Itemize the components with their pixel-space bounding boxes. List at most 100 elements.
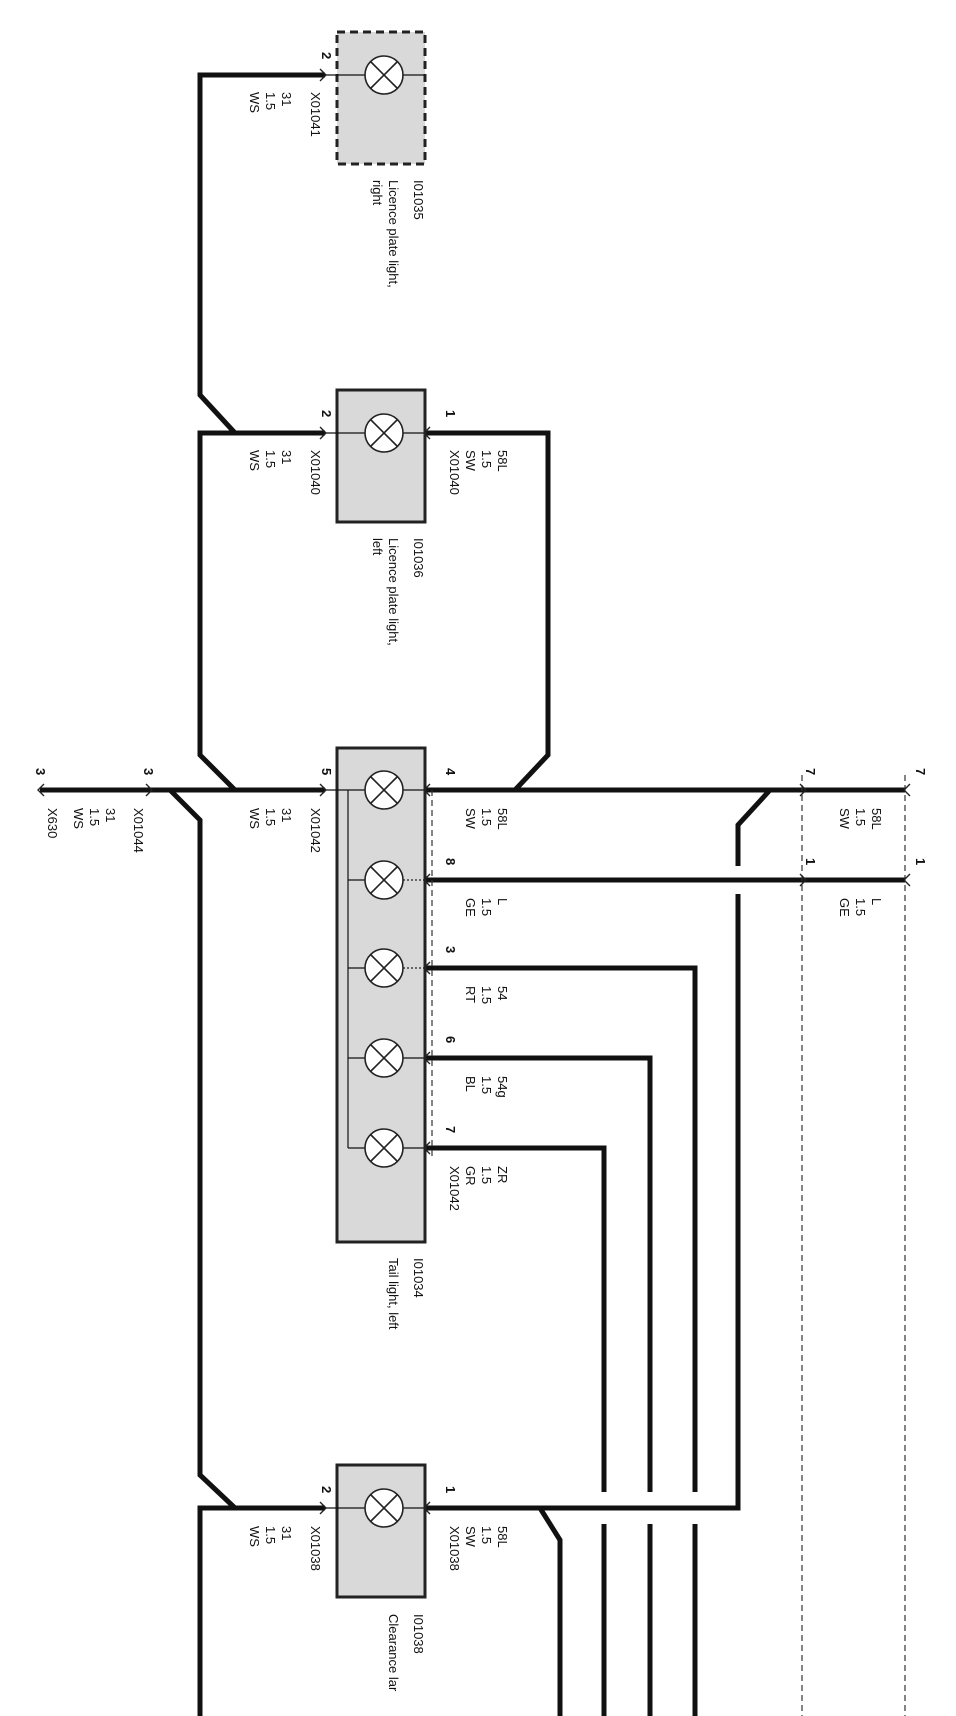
wire-size: 1.5 [479, 1166, 494, 1184]
crossing-mask-54g-bottom [644, 1516, 656, 1524]
pin-mark [423, 1501, 431, 1515]
pin-number: 4 [443, 768, 458, 776]
component-id: I01034 [411, 1258, 426, 1298]
wire-color: WS [247, 808, 262, 829]
component-licence-plate-light-left [325, 388, 427, 524]
wire-term: 31 [279, 808, 294, 822]
lamp-icon [364, 55, 404, 95]
crossing-mask-zr-top [598, 1492, 610, 1500]
connector-id: X01041 [308, 92, 323, 137]
wire-ground-clearance-down [197, 1505, 235, 1716]
component-clearance-lamp [325, 1463, 427, 1599]
pin-mark [423, 426, 431, 440]
pin-number: 2 [319, 1486, 334, 1493]
crossing-mask-zr-bottom [598, 1516, 610, 1524]
wire-color: GE [837, 898, 852, 917]
wire-term: 58L [869, 808, 884, 830]
wire-58l-clearance [537, 1506, 563, 1716]
pin-mark [423, 1051, 431, 1065]
wire-term: L [495, 898, 510, 905]
wire-size: 1.5 [853, 898, 868, 916]
wire-color: RT [463, 986, 478, 1003]
crossing-mask-l-top [731, 866, 745, 872]
pin-mark [319, 1501, 327, 1515]
wire-term: 31 [103, 808, 118, 822]
wires-ground [40, 72, 325, 1716]
clearance-box [335, 1463, 427, 1599]
wire-color: WS [71, 808, 86, 829]
wire-size: 1.5 [479, 450, 494, 468]
pin-mark [799, 783, 807, 797]
wire-size: 1.5 [479, 986, 494, 1004]
lamp-icon [364, 770, 404, 810]
component-name: Licence plate light, [386, 538, 401, 646]
wire-size: 1.5 [853, 808, 868, 826]
wire-color: SW [463, 808, 478, 830]
wire-color: GE [463, 898, 478, 917]
lamp-icon [364, 413, 404, 453]
component-name: Licence plate light, [386, 180, 401, 288]
component-tail-light-left [325, 746, 427, 1244]
connector-id: X01038 [308, 1526, 323, 1571]
component-name: Clearance lar [386, 1614, 401, 1692]
connector-id: X01038 [447, 1526, 462, 1571]
wire-color: BL [463, 1076, 478, 1092]
pin-number: 7 [443, 1126, 458, 1133]
wire-size: 1.5 [87, 808, 102, 826]
pin-number: 7 [913, 768, 928, 775]
wire-54g-tail [425, 1055, 653, 1716]
pin-number: 3 [443, 946, 458, 953]
wire-size: 1.5 [263, 808, 278, 826]
pin-marks [37, 68, 911, 1515]
wire-size: 1.5 [479, 808, 494, 826]
wire-ground-licence-right [197, 72, 325, 436]
component-id: I01035 [411, 180, 426, 220]
pin-mark [903, 873, 911, 887]
wire-color: GR [463, 1166, 478, 1186]
component-name-line2: right [370, 180, 385, 206]
wire-term: 31 [279, 450, 294, 464]
wire-size: 1.5 [479, 1526, 494, 1544]
wire-term: ZR [495, 1166, 510, 1183]
crossing-mask-54g-top [644, 1492, 656, 1500]
wire-term: 58L [495, 450, 510, 472]
wire-term: 54 [495, 986, 510, 1000]
component-name-line2: left [370, 538, 385, 556]
wire-term: 54g [495, 1076, 510, 1098]
wires-signal [425, 877, 905, 1716]
pin-number: 8 [443, 858, 458, 865]
pin-number: 5 [319, 768, 334, 775]
connector-id: X01042 [308, 808, 323, 853]
lamp-icon [364, 1488, 404, 1528]
component-id: I01038 [411, 1614, 426, 1654]
wire-term: 58L [495, 808, 510, 830]
pin-mark [319, 426, 327, 440]
pin-number: 7 [803, 768, 818, 775]
pin-number: 1 [913, 858, 928, 865]
pin-mark [799, 873, 807, 887]
pin-number: 3 [33, 768, 48, 775]
licence-right-box [335, 30, 427, 166]
wire-term: 31 [279, 1526, 294, 1540]
pin-number: 1 [803, 858, 818, 865]
wire-58l-licence-left [425, 430, 551, 792]
pin-number: 2 [319, 410, 334, 417]
pin-number: 1 [443, 1486, 458, 1493]
connector-id: X01040 [447, 450, 462, 495]
wire-term: 31 [279, 92, 294, 106]
pin-mark [423, 783, 431, 797]
pin-mark [37, 783, 45, 797]
pin-mark [903, 783, 911, 797]
pin-number: 6 [443, 1036, 458, 1043]
lamp-icon [364, 1038, 404, 1078]
wire-term: L [869, 898, 884, 905]
pin-number: 2 [319, 52, 334, 59]
crossing-mask-54-top [689, 1492, 701, 1500]
wire-color: WS [247, 92, 262, 113]
component-id: I01036 [411, 538, 426, 578]
wire-size: 1.5 [263, 92, 278, 110]
crossing-mask-l-bottom [731, 888, 745, 894]
connector-id: X01040 [308, 450, 323, 495]
wire-term: 58L [495, 1526, 510, 1548]
lamp-icon [364, 948, 404, 988]
